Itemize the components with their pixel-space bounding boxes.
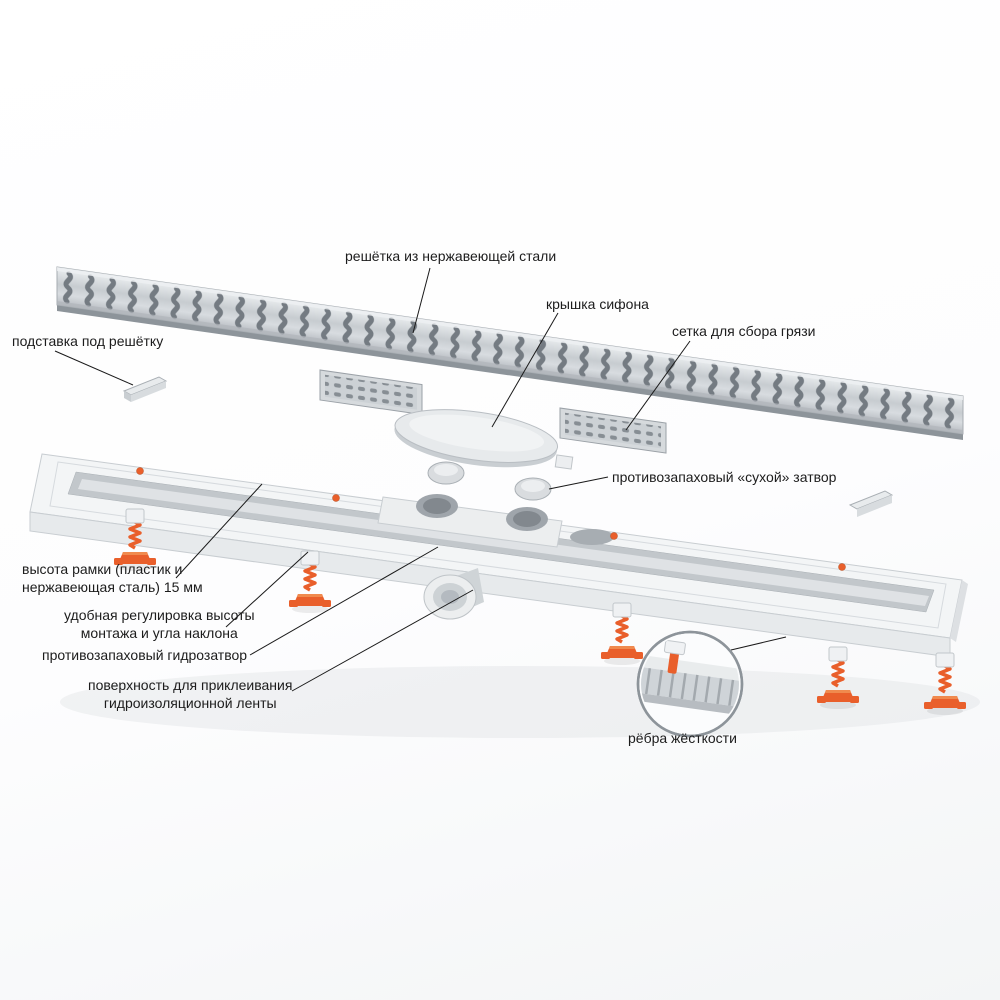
label-tape-surface: поверхность для приклеивания гидроизоляц…: [88, 677, 293, 712]
label-siphon-cover: крышка сифона: [546, 296, 649, 312]
label-dirt-mesh: сетка для сбора грязи: [672, 323, 816, 339]
label-frame-height: высота рамки (пластик и нержавеющая стал…: [22, 561, 203, 596]
stiffening-ribs: [644, 668, 735, 706]
ground-shadow: [60, 666, 980, 738]
screw-heads: [136, 467, 846, 571]
leader-lines: [54, 267, 787, 692]
label-grate: решётка из нержавеющей стали: [345, 248, 557, 264]
siphon-mesh-plate: [319, 369, 423, 416]
adjustable-foot: [922, 651, 968, 717]
label-water-trap: противозапаховый гидрозатвор: [42, 647, 248, 663]
dry-trap-seals: [427, 461, 552, 501]
label-ribs: рёбра жёсткости: [628, 730, 737, 746]
label-height-adjust: удобная регулировка высоты монтажа и угл…: [64, 607, 255, 642]
stainless-grate: [56, 266, 964, 440]
label-dry-trap: противозапаховый «сухой» затвор: [612, 469, 837, 485]
side-clip: [848, 490, 894, 517]
channel-body: [29, 453, 968, 658]
grate-support-bracket: [122, 376, 168, 402]
dirt-mesh-plate: [559, 407, 667, 454]
ribs-callout: [636, 630, 744, 738]
frame-end-cap: [950, 580, 968, 642]
siphon-cover-lid: [394, 409, 574, 470]
label-grate-stand: подставка под решётку: [12, 333, 164, 349]
